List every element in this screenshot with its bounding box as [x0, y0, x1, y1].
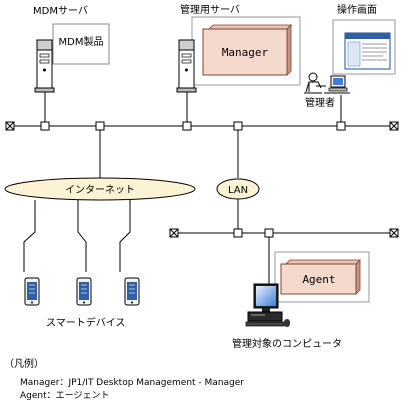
- administrator-label: 管理者: [305, 96, 335, 109]
- connector-node: [336, 121, 346, 131]
- wireless-link: [77, 200, 87, 272]
- operation-screen-label: 操作画面: [337, 3, 377, 16]
- mdm-product-label: MDM製品: [59, 35, 104, 48]
- desktop-computer-icon: [245, 283, 290, 327]
- terminator-icon: [389, 121, 399, 131]
- connector-node: [182, 121, 192, 131]
- terminator-icon: [169, 228, 179, 238]
- connector-node: [40, 121, 50, 131]
- mdm-server-label: MDMサーバ: [33, 5, 88, 17]
- smartphone-icon: [76, 277, 92, 306]
- mgmt-server-label: 管理用サーバ: [180, 3, 240, 16]
- smartphone-icon: [24, 277, 40, 306]
- connector-node: [264, 228, 274, 238]
- internet-label: インターネット: [65, 184, 135, 196]
- legend-item: Agent：エージェント: [20, 391, 109, 401]
- connector-node: [95, 121, 105, 131]
- legend-item: Manager：JP1/IT Desktop Management - Mana…: [20, 378, 244, 388]
- smartphone-icon: [124, 277, 140, 306]
- managed-computer-label: 管理対象のコンピュータ: [232, 337, 342, 350]
- internet-cloud: [4, 177, 196, 201]
- connector-node: [233, 228, 243, 238]
- lan-label: LAN: [228, 185, 248, 196]
- manager-box: [202, 24, 292, 76]
- connector-node: [233, 121, 243, 131]
- terminator-icon: [389, 228, 399, 238]
- agent-box: [280, 259, 361, 295]
- mgmt-server-tower-icon: [176, 39, 197, 93]
- manager-label: Manager: [222, 46, 269, 59]
- legend-title: （凡例）: [4, 357, 44, 370]
- wireless-link: [119, 200, 131, 272]
- mdm-product-box: [52, 23, 110, 65]
- operation-screen-window-icon: [344, 32, 391, 70]
- agent-label: Agent: [302, 273, 335, 286]
- smart-devices-label: スマートデバイス: [46, 316, 125, 329]
- administrator-pc-icon: [324, 75, 350, 94]
- terminator-icon: [5, 121, 15, 131]
- wireless-link: [23, 200, 36, 272]
- administrator-person-icon: [304, 72, 326, 94]
- mdm-server-tower-icon: [34, 39, 55, 93]
